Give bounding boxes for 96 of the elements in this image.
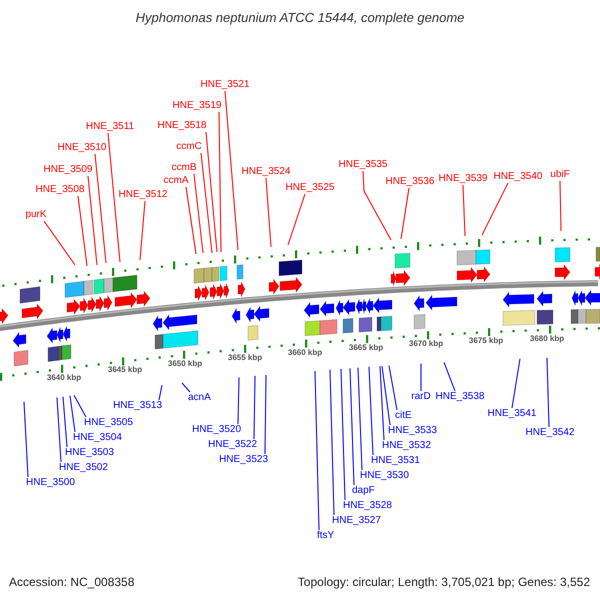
gene-label: HNE_3502 xyxy=(59,462,108,474)
gene-label: citE xyxy=(395,410,412,422)
leader-line xyxy=(482,182,508,236)
gene-label: HNE_3521 xyxy=(200,79,250,91)
leader-line xyxy=(314,370,320,530)
gene-label: HNE_3540 xyxy=(494,171,542,183)
gene-label: HNE_3528 xyxy=(343,500,392,512)
leader-line xyxy=(140,200,146,260)
gene-label: HNE_3539 xyxy=(438,173,488,185)
leader-line xyxy=(200,152,212,254)
gene-label: HNE_3518 xyxy=(158,120,206,132)
leader-line xyxy=(560,180,562,232)
leader-line xyxy=(70,395,76,432)
scale-label: 3670 kbp xyxy=(408,339,444,348)
leader-line xyxy=(254,375,256,440)
gene-label: HNE_3522 xyxy=(208,439,257,451)
scale-label: 3655 kbp xyxy=(228,352,262,362)
gene-label: HNE_3541 xyxy=(488,408,536,420)
gene-label: HNE_3504 xyxy=(73,432,122,444)
leader-line xyxy=(400,188,410,240)
accession-text: Accession: NC_008358 xyxy=(9,575,134,589)
leader-line xyxy=(94,154,106,264)
leader-line xyxy=(546,357,550,428)
gene-label: HNE_3530 xyxy=(360,470,409,482)
leader-line xyxy=(238,376,240,424)
scale-label: 3665 kbp xyxy=(348,343,384,352)
gene-label: HNE_3508 xyxy=(36,184,84,196)
gene-label: HNE_3532 xyxy=(382,440,431,452)
leader-line xyxy=(158,384,162,400)
gene-label: HNE_3536 xyxy=(386,176,434,188)
gene-label: HNE_3505 xyxy=(84,417,133,429)
scale-label: 3640 kbp xyxy=(46,372,82,382)
gene-label: HNE_3513 xyxy=(113,400,162,412)
gene-label: rarD xyxy=(411,391,431,403)
leader-line xyxy=(444,362,456,392)
leader-line xyxy=(362,170,392,240)
gene-label: HNE_3511 xyxy=(86,121,134,133)
leader-line xyxy=(218,112,222,252)
gene-label: HNE_3538 xyxy=(436,391,484,403)
scale-label: 3650 kbp xyxy=(168,358,202,368)
leader-line xyxy=(266,178,272,248)
scale-label: 3660 kbp xyxy=(288,348,322,357)
gene-label: HNE_3503 xyxy=(65,447,114,459)
leader-line xyxy=(78,196,88,266)
leader-line xyxy=(350,368,354,486)
gene-label: HNE_3527 xyxy=(332,515,381,527)
gene-label: purK xyxy=(25,209,47,221)
leader-line xyxy=(182,382,190,392)
gene-label: HNE_3519 xyxy=(172,100,222,112)
gene-label: ubiF xyxy=(550,169,570,181)
leader-line xyxy=(186,186,196,254)
gene-label: HNE_3542 xyxy=(526,427,574,439)
leader-line xyxy=(88,176,98,266)
gene-label: ftsY xyxy=(317,530,334,542)
scale-label: 3645 kbp xyxy=(108,365,142,374)
gene-label: HNE_3533 xyxy=(388,425,437,437)
gene-label: HNE_3525 xyxy=(286,182,334,194)
leader-line xyxy=(224,90,238,250)
leader-line xyxy=(288,194,306,246)
gene-label: HNE_3510 xyxy=(58,142,106,154)
leader-line xyxy=(264,374,266,454)
leader-line xyxy=(62,396,68,448)
genome-summary-text: Topology: circular; Length: 3,705,021 bp; Genes: 3,552 xyxy=(298,575,590,589)
gene-label: ccmB xyxy=(172,162,196,174)
scale-label: 3680 kbp xyxy=(530,334,564,343)
gene-label: HNE_3509 xyxy=(44,164,92,176)
leader-line xyxy=(330,369,334,516)
leader-line xyxy=(388,365,398,410)
leader-line xyxy=(56,396,62,462)
leader-line xyxy=(108,132,120,262)
leader-line xyxy=(512,358,520,408)
gene-label: HNE_3524 xyxy=(242,166,290,178)
leader-line xyxy=(358,367,362,470)
leader-line xyxy=(340,368,346,500)
gene-label: HNE_3500 xyxy=(26,477,75,489)
leader-line xyxy=(420,363,422,392)
gene-label: HNE_3520 xyxy=(192,424,241,436)
leader-line xyxy=(44,220,76,266)
leader-line xyxy=(206,132,218,252)
leader-line xyxy=(74,394,86,418)
gene-label: HNE_3535 xyxy=(338,159,388,171)
gene-label: HNE_3531 xyxy=(371,455,420,467)
gene-label: HNE_3523 xyxy=(219,454,268,466)
gene-label: ccmC xyxy=(176,141,202,153)
leader-line xyxy=(368,366,374,456)
leader-line xyxy=(382,366,390,426)
leader-line xyxy=(380,366,384,440)
leader-line xyxy=(462,184,466,236)
leader-line xyxy=(194,174,204,254)
scale-label: 3675 kbp xyxy=(468,336,504,346)
gene-label: dapF xyxy=(352,485,375,497)
gene-label: ccmA xyxy=(164,175,188,187)
map-title: Hyphomonas neptunium ATCC 15444, complete genome xyxy=(134,10,466,26)
gene-label: HNE_3512 xyxy=(118,189,168,201)
gene-label: acnA xyxy=(188,392,211,404)
leader-line xyxy=(24,401,28,478)
